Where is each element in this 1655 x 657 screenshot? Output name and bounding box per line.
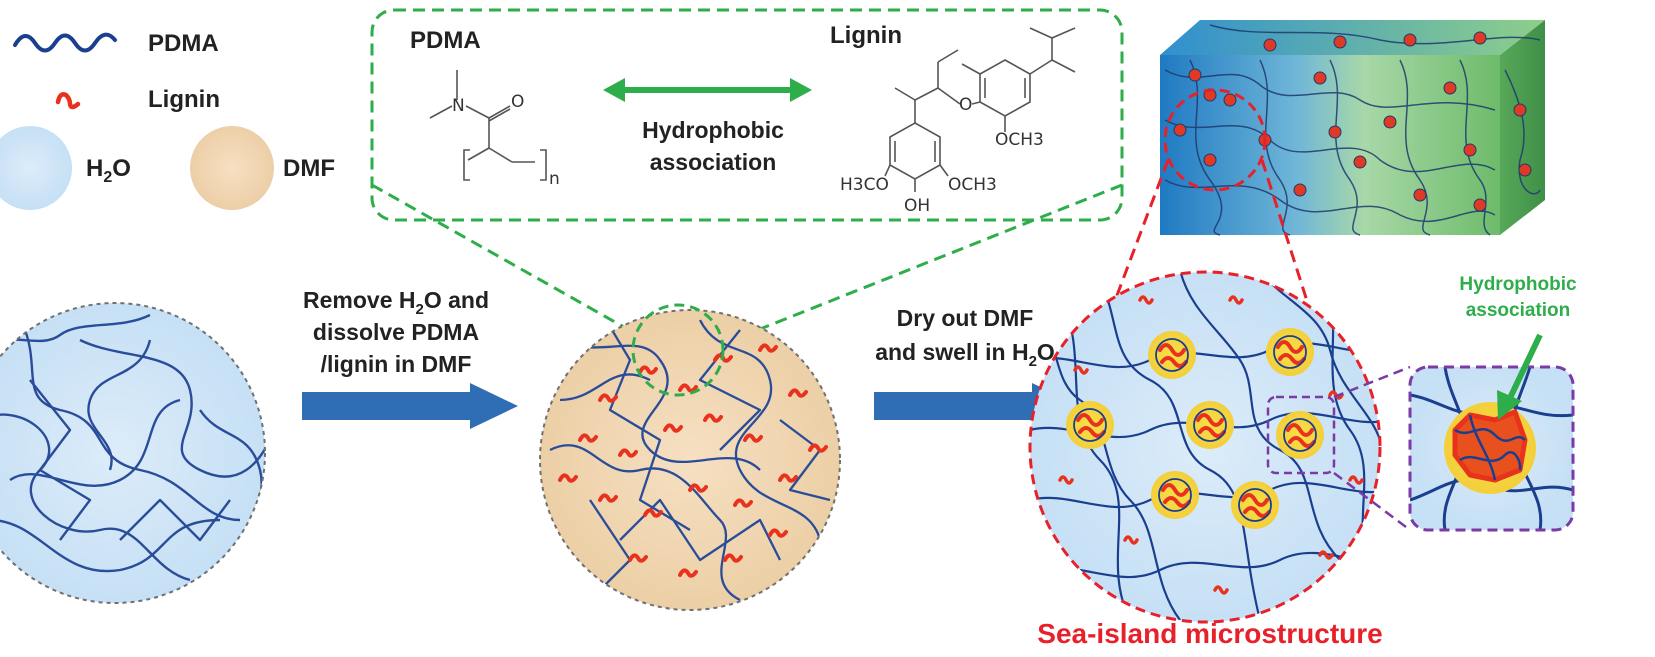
step2-line1: Dry out DMF [897,305,1034,331]
lignin-structure [884,27,1076,192]
water-legend-circle [0,126,72,210]
step2-line2: and swell in H2O [875,339,1055,370]
step1-line2: dissolve PDMA [313,319,479,345]
structure-inset: PDMA Lignin N O n Hydrophobic associatio… [370,8,1124,222]
step1-line1: Remove H2O and [303,287,489,318]
zoom-pointer-arrow [1497,333,1543,420]
lignin-och3-bottom: OCH3 [948,175,997,195]
pdma-legend-symbol [13,32,117,53]
inset-connector-lines [371,183,1123,347]
pdma-amide-n: N [452,96,465,116]
step2-label: Dry out DMF and swell in H2O [875,305,1055,370]
pdma-repeat-n: n [549,169,560,189]
island-zoom-box [1408,333,1575,532]
inset-assoc-line1: Hydrophobic [642,117,784,143]
lignin-och3-right: OCH3 [995,130,1044,150]
legend: PDMA Lignin H2O DMF [0,30,335,210]
lignin-h3co-left: H3CO [840,175,889,195]
hydrophobic-double-arrow [603,78,812,102]
legend-lignin-label: Lignin [148,86,220,113]
legend-pdma-label: PDMA [148,30,219,57]
pdma-structure [429,70,547,181]
lignin-ether-o: O [959,95,972,115]
step1-label: Remove H2O and dissolve PDMA /lignin in … [303,287,489,377]
dmf-zoom-highlight [631,303,725,397]
dmf-lignin-fragments [558,343,828,578]
gel-lignin-domains [1173,31,1532,212]
lignin-legend-symbol [55,92,81,110]
inset-assoc-line2: association [650,149,777,175]
step1-arrow [302,383,518,429]
legend-water-label: H2O [86,155,131,186]
inset-pdma-title: PDMA [410,27,481,54]
pdma-water-circle [0,302,266,604]
gel-zoom-highlight [1163,88,1267,192]
dmf-legend-circle [190,126,274,210]
inset-lignin-title: Lignin [830,22,902,49]
pdma-lignin-dmf-circle [539,303,841,611]
step1-line3: /lignin in DMF [321,351,472,377]
pdma-carbonyl-o: O [511,92,524,112]
sea-island-circle [1028,270,1382,624]
hydrogel-block [1160,20,1545,236]
lignin-oh: OH [904,196,930,216]
lignin-islands [1066,328,1324,529]
legend-dmf-label: DMF [283,155,335,182]
sea-island-caption: Sea-island microstructure [1037,618,1382,649]
zoom-assoc-line2: association [1466,300,1571,321]
zoom-assoc-line1: Hydrophobic [1459,274,1577,295]
island-zoom-highlight [1266,395,1336,475]
island-connector-lines [1333,365,1411,531]
